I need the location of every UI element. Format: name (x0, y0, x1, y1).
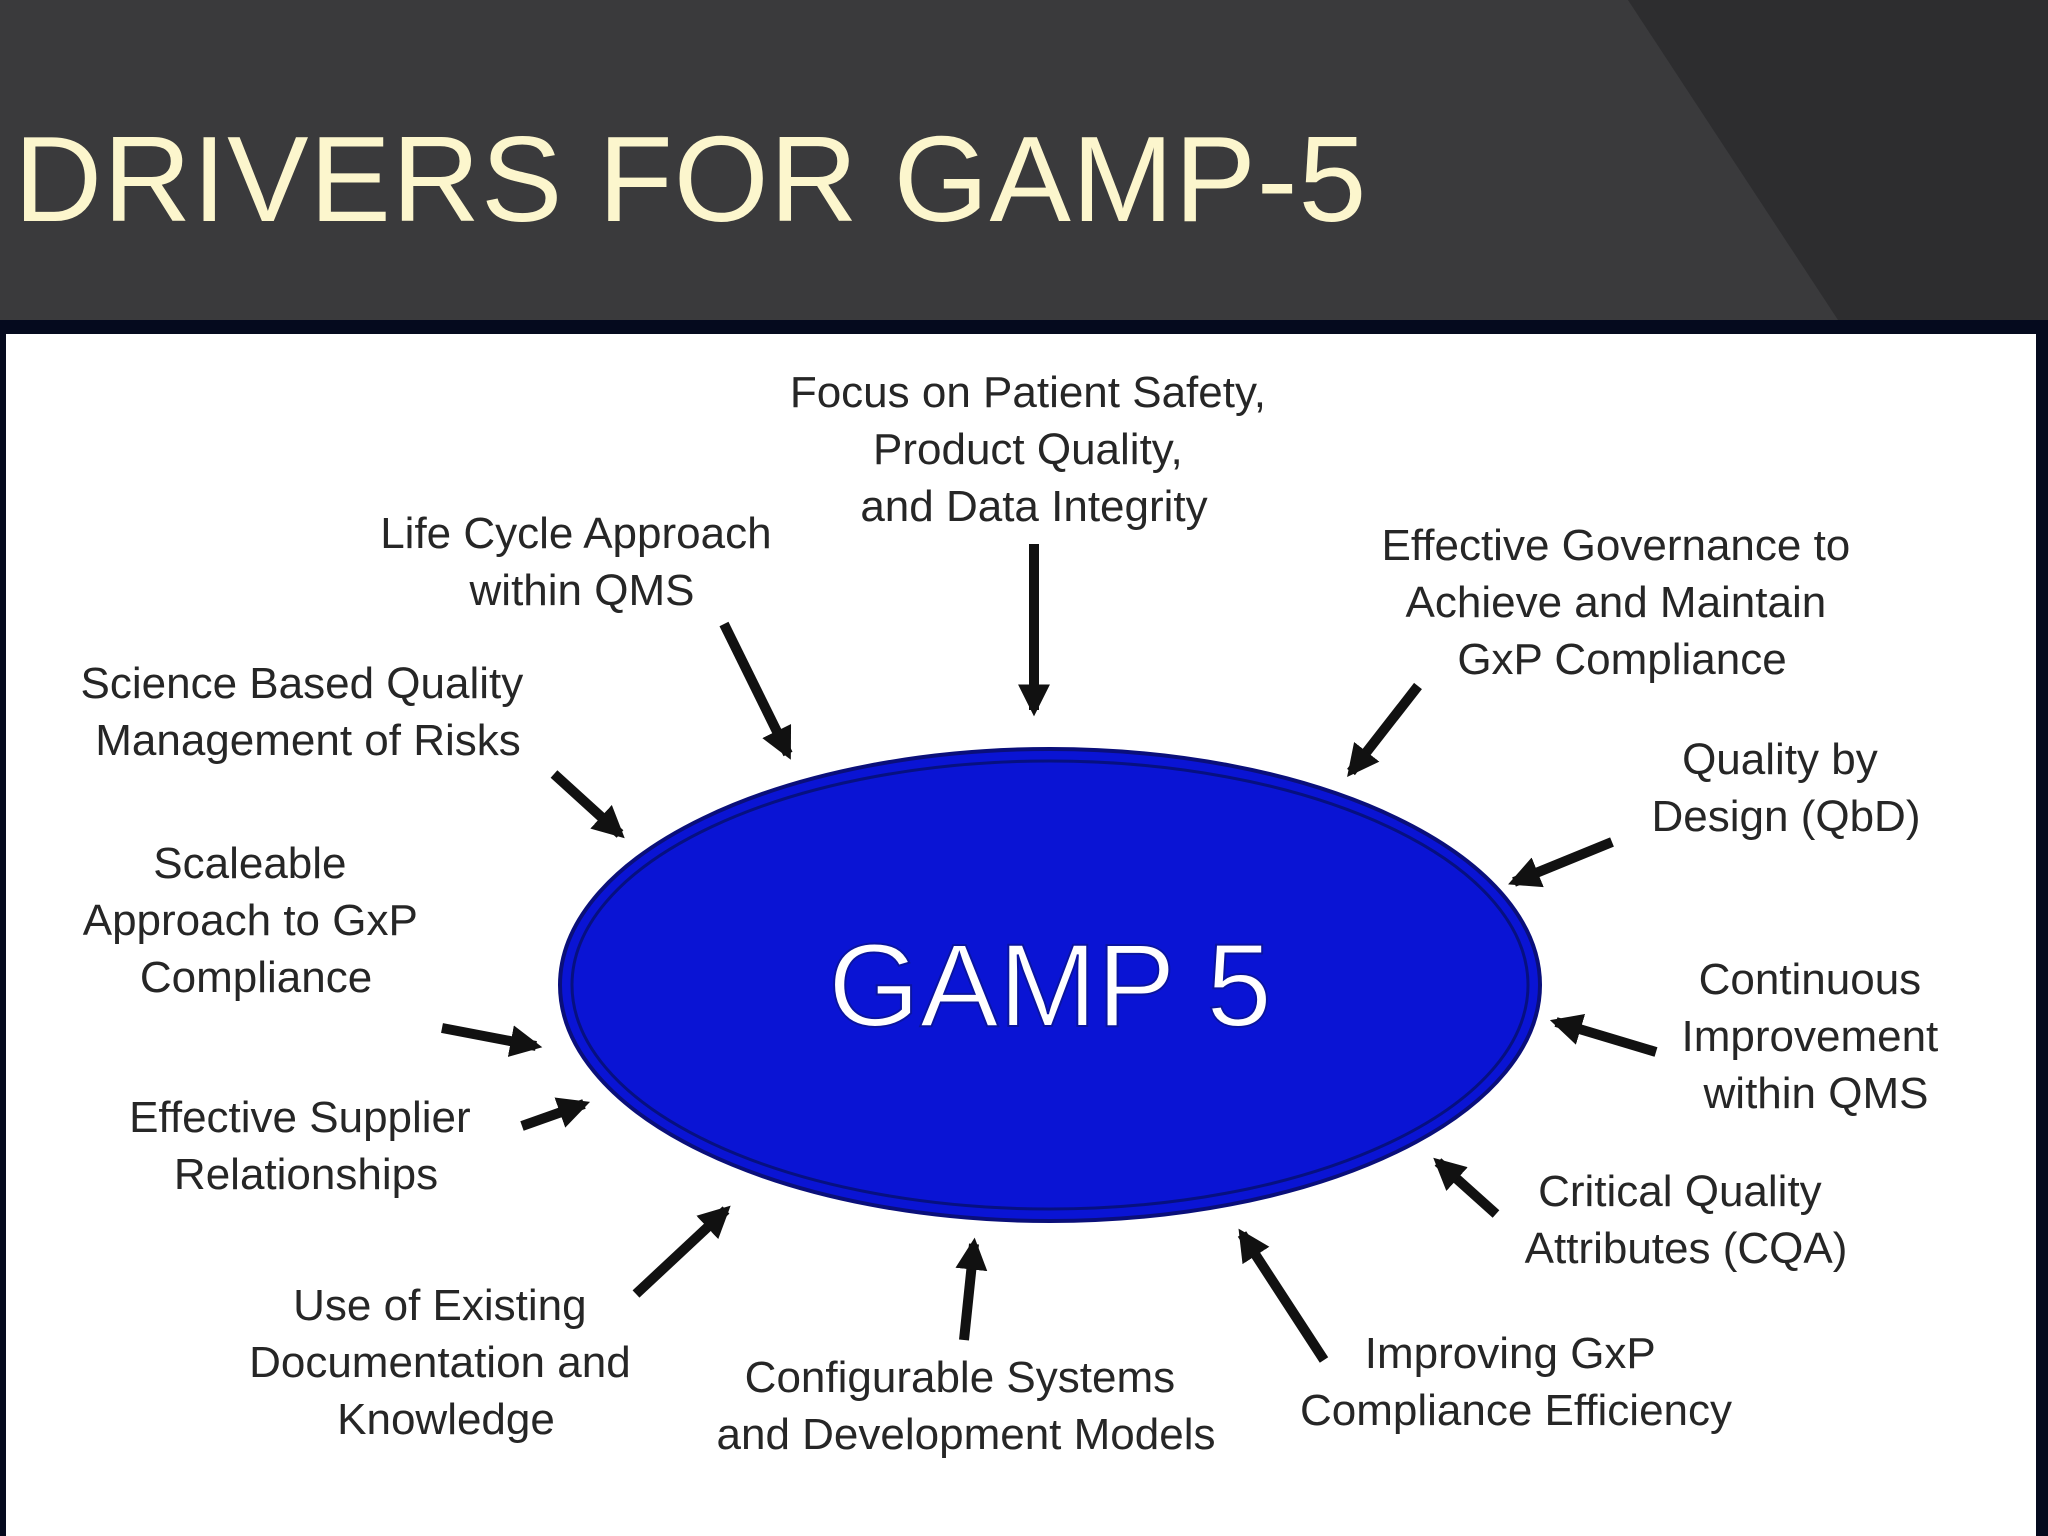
driver-cqa: Critical Quality Attributes (CQA) (1525, 1167, 1848, 1273)
driver-supplier-relationships: Effective Supplier Relationships (129, 1093, 483, 1199)
page-title: DRIVERS FOR GAMP-5 (14, 111, 1368, 247)
driver-existing-documentation: Use of Existing Documentation and Knowle… (249, 1281, 643, 1444)
driver-continuous-improvement: Continuous Improvement within QMS (1682, 955, 1951, 1118)
driver-compliance-efficiency: Improving GxP Compliance Efficiency (1300, 1329, 1732, 1435)
arrow-continuous-improvement (1549, 1014, 1658, 1057)
arrow-compliance-efficiency (1237, 1228, 1329, 1363)
arrow-existing-documentation (632, 1205, 731, 1298)
arrow-supplier-relationships (520, 1097, 591, 1131)
arrow-cqa (1433, 1157, 1500, 1218)
arrow-science-based-quality (550, 770, 625, 839)
diagram-card: GAMP 5 Focus on Patient Safety, Product … (6, 334, 2036, 1536)
driver-governance: Effective Governance to Achieve and Main… (1381, 521, 1862, 684)
header-accent-band (1628, 0, 2048, 320)
driver-scaleable-approach: Scaleable Approach to GxP Compliance (83, 839, 430, 1002)
arrow-life-cycle (719, 621, 793, 760)
arrow-configurable-systems (955, 1237, 988, 1341)
arrow-qbd (1508, 837, 1614, 888)
arrow-governance (1347, 682, 1422, 778)
gamp5-drivers-diagram: GAMP 5 Focus on Patient Safety, Product … (81, 368, 1951, 1459)
arrow-scaleable-approach (441, 1023, 543, 1057)
slide-header: DRIVERS FOR GAMP-5 (0, 0, 2048, 320)
driver-arrows (441, 544, 1658, 1363)
driver-configurable-systems: Configurable Systems and Development Mod… (717, 1353, 1216, 1459)
driver-patient-safety: Focus on Patient Safety, Product Quality… (790, 368, 1278, 531)
driver-life-cycle: Life Cycle Approach within QMS (380, 509, 784, 615)
center-label: GAMP 5 (828, 920, 1272, 1052)
driver-science-based-quality: Science Based Quality Management of Risk… (81, 659, 536, 765)
driver-qbd: Quality by Design (QbD) (1652, 735, 1921, 841)
gamp5-ellipse (558, 747, 1542, 1223)
